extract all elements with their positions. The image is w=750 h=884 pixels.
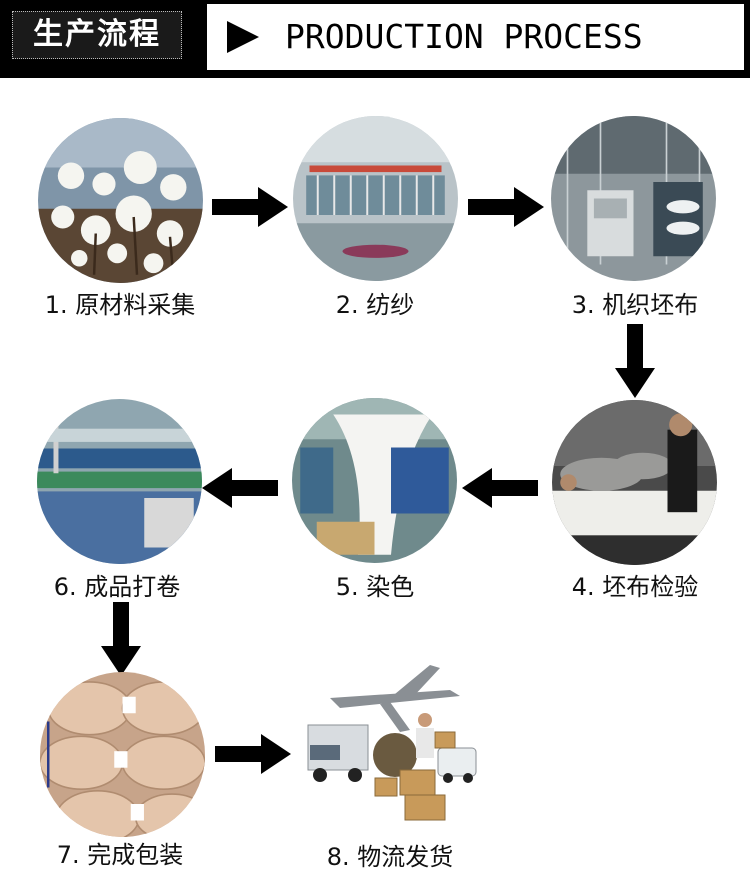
header-title-en-box: PRODUCTION PROCESS xyxy=(207,4,744,70)
play-triangle-icon xyxy=(227,21,259,53)
step-label-5: 5. 染色 xyxy=(335,573,415,601)
step-label-3: 3. 机织坯布 xyxy=(571,291,699,319)
header-bar: 生产流程 PRODUCTION PROCESS xyxy=(0,0,750,78)
arrow-down-icon xyxy=(101,602,141,676)
step-label-2: 2. 纺纱 xyxy=(335,291,415,319)
arrow-down-icon xyxy=(615,324,655,398)
packaged-rolls-photo xyxy=(40,672,205,837)
step-label-8: 8. 物流发货 xyxy=(326,843,454,871)
step-label-7: 7. 完成包装 xyxy=(56,841,184,869)
cotton-field-photo xyxy=(38,118,203,283)
arrow-left-icon xyxy=(202,468,278,508)
dyeing-machine-photo xyxy=(292,398,457,563)
arrow-right-icon xyxy=(212,187,288,227)
logistics-photo xyxy=(300,660,480,830)
step-label-4: 4. 坯布检验 xyxy=(571,573,699,601)
fabric-inspection-photo xyxy=(552,400,717,565)
weaving-machine-photo xyxy=(551,116,716,281)
header-title-en: PRODUCTION PROCESS xyxy=(285,17,643,56)
step-label-1: 1. 原材料采集 xyxy=(44,291,196,319)
spinning-mill-photo xyxy=(293,116,458,281)
header-title-zh: 生产流程 xyxy=(12,11,182,59)
step-label-6: 6. 成品打卷 xyxy=(53,573,181,601)
rolling-machine-photo xyxy=(37,399,202,564)
arrow-right-icon xyxy=(215,734,291,774)
arrow-left-icon xyxy=(462,468,538,508)
arrow-right-icon xyxy=(468,187,544,227)
